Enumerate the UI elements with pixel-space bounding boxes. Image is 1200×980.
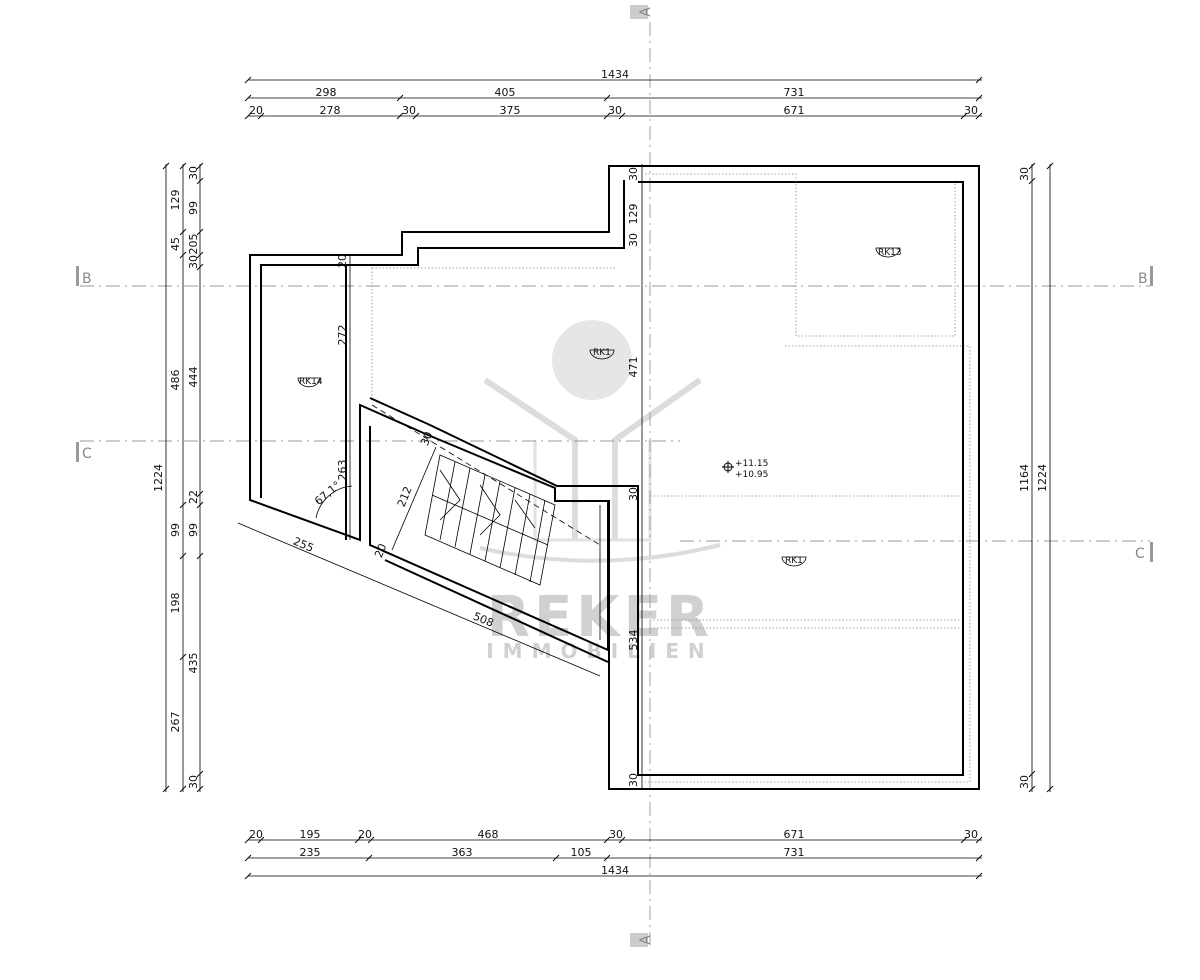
dim-30-stair: 30 — [418, 430, 435, 448]
right-overall: 1224 — [1036, 464, 1049, 492]
left-c2-0: 129 — [169, 190, 182, 211]
section-c-right: C — [1135, 546, 1145, 562]
right-bottom: 30 — [1018, 775, 1031, 789]
left-c3-8: 30 — [187, 775, 200, 789]
left-dimensions: 1224 129 45 486 99 198 267 30 99 205 30 … — [152, 162, 204, 793]
dim-129: 129 — [627, 204, 640, 225]
left-c2-3: 99 — [169, 523, 182, 537]
watermark-brand: REKER — [487, 585, 713, 650]
left-c3-3: 30 — [187, 255, 200, 269]
bottom-r2-2: 105 — [571, 846, 592, 859]
interior-dimensions: 20 272 263 67,1° 212 20 30 255 508 30 12… — [237, 164, 643, 790]
bottom-r2-1: 363 — [452, 846, 473, 859]
left-c2-4: 198 — [169, 593, 182, 614]
section-b-left: B — [82, 271, 92, 287]
left-c3-1: 99 — [187, 201, 200, 215]
dim-30d: 30 — [627, 773, 640, 787]
dim-263: 263 — [336, 460, 349, 481]
bottom-overall: 1434 — [601, 864, 629, 877]
left-c3-7: 435 — [187, 653, 200, 674]
section-axes: A A B B C C — [76, 5, 1153, 947]
level-lower: +10.95 — [735, 470, 768, 480]
bottom-r1-5: 671 — [784, 828, 805, 841]
top-overall: 1434 — [601, 68, 629, 81]
tag-rk14: RK14 — [299, 377, 323, 387]
bottom-r1-0: 20 — [249, 828, 263, 841]
bottom-r1-3: 468 — [478, 828, 499, 841]
dim-angle: 67,1° — [312, 479, 343, 508]
left-c2-5: 267 — [169, 712, 182, 733]
watermark: REKER IMMOBILIEN — [479, 320, 721, 663]
bottom-r2-3: 731 — [784, 846, 805, 859]
level-marker: +11.15 +10.95 — [722, 459, 768, 480]
dim-212: 212 — [395, 485, 415, 509]
dim-534: 534 — [627, 630, 640, 651]
right-dimensions: 30 1164 30 1224 — [1018, 162, 1054, 793]
top-r2-0: 298 — [316, 86, 337, 99]
bottom-r2-0: 235 — [300, 846, 321, 859]
top-r3-6: 30 — [964, 104, 978, 117]
top-r3-5: 671 — [784, 104, 805, 117]
section-a-bottom: A — [638, 935, 654, 945]
dim-30c: 30 — [627, 487, 640, 501]
tag-rk1-center: RK1 — [593, 348, 611, 358]
top-r3-4: 30 — [608, 104, 622, 117]
left-c3-2: 205 — [187, 234, 200, 255]
dim-471: 471 — [627, 357, 640, 378]
left-c3-0: 30 — [187, 166, 200, 180]
left-overall: 1224 — [152, 464, 165, 492]
staircase — [371, 404, 601, 586]
level-upper: +11.15 — [735, 459, 768, 469]
top-r3-0: 20 — [249, 104, 263, 117]
top-r2-1: 405 — [495, 86, 516, 99]
section-b-right: B — [1138, 271, 1148, 287]
dim-272: 272 — [336, 325, 349, 346]
section-a-top: A — [638, 7, 654, 17]
bottom-dimensions: 20 195 20 468 30 671 30 235 363 105 731 … — [244, 828, 983, 880]
top-dimensions: 1434 298 405 731 20 278 30 375 30 671 30 — [244, 68, 983, 120]
tag-rk1-right: RK1 — [785, 556, 803, 566]
bottom-r1-2: 20 — [358, 828, 372, 841]
left-c3-5: 22 — [187, 490, 200, 504]
dim-20: 20 — [336, 254, 349, 268]
dim-30b: 30 — [627, 233, 640, 247]
dim-20b: 20 — [372, 542, 389, 560]
bottom-r1-1: 195 — [300, 828, 321, 841]
left-c3-4: 444 — [187, 367, 200, 388]
inner-outlines — [371, 173, 971, 783]
left-c2-2: 486 — [169, 370, 182, 391]
tag-rk13: RK13 — [878, 248, 902, 258]
bottom-r1-6: 30 — [964, 828, 978, 841]
top-r3-1: 278 — [320, 104, 341, 117]
dim-255: 255 — [291, 535, 315, 555]
bottom-r1-4: 30 — [609, 828, 623, 841]
room-tags: RK14 RK1 RK13 RK1 — [297, 247, 902, 567]
top-r2-2: 731 — [784, 86, 805, 99]
walls — [249, 165, 980, 790]
right-inner: 1164 — [1018, 464, 1031, 492]
section-c-left: C — [82, 446, 92, 462]
left-c2-1: 45 — [169, 237, 182, 251]
top-r3-3: 375 — [500, 104, 521, 117]
left-c3-6: 99 — [187, 523, 200, 537]
dim-30a: 30 — [627, 167, 640, 181]
right-top: 30 — [1018, 167, 1031, 181]
top-r3-2: 30 — [402, 104, 416, 117]
